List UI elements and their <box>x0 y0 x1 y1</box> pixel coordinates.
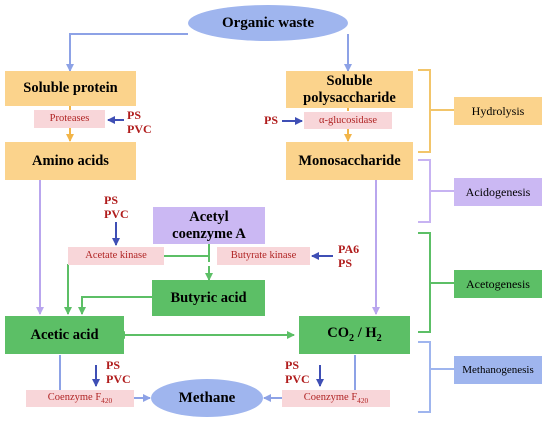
waste-to-protein-arrow <box>66 33 188 72</box>
methanogenesis-stage: Methanogenesis <box>454 356 542 384</box>
hydrolysis-stage: Hydrolysis <box>454 97 542 125</box>
co2-h2-box: CO2 / H2 <box>299 316 410 354</box>
co2-h2-label: CO2 / H2 <box>327 325 382 345</box>
acidogenesis-label: Acidogenesis <box>465 184 531 199</box>
proteases-box: Proteases <box>34 110 105 128</box>
methane-node: Methane <box>151 379 263 417</box>
soluble-polysaccharide-line1: Soluble <box>326 73 373 90</box>
methane-label: Methane <box>178 389 236 406</box>
soluble-polysaccharide-box: Soluble polysaccharide <box>286 71 413 108</box>
coenzyme-right-inhibitors: PS PVC <box>285 358 310 387</box>
acetate-kinase-inhibitors: PS PVC <box>104 193 129 222</box>
proteases-inhibitors: PS PVC <box>127 108 152 137</box>
amino-acids-label: Amino acids <box>32 152 109 169</box>
monosaccharide-box: Monosaccharide <box>286 142 413 180</box>
inhibitor-pa6: PA6 <box>338 242 360 256</box>
soluble-polysaccharide-line2: polysaccharide <box>303 89 396 106</box>
inhibitor-pvc: PVC <box>285 371 310 386</box>
amino-acids-box: Amino acids <box>5 142 136 180</box>
methanogenesis-bracket <box>418 341 431 413</box>
acidogenesis-bracket <box>418 159 431 223</box>
inhibitor-ps: PS <box>104 193 119 207</box>
coenzyme-f420-right-box: Coenzyme F420 <box>282 390 390 407</box>
acetate-kinase-box: Acetate kinase <box>68 247 164 265</box>
acetogenesis-label: Acetogenesis <box>466 276 530 291</box>
inhibitor-pvc: PVC <box>127 121 152 136</box>
acetyl-line2: coenzyme A <box>172 225 246 242</box>
acetate-kinase-label: Acetate kinase <box>85 250 147 262</box>
inhibitor-ps: PS <box>338 255 353 270</box>
butyric-acid-box: Butyric acid <box>152 280 265 316</box>
inhibitor-ps: PS <box>106 358 121 372</box>
alpha-glucosidase-label: α-glucosidase <box>319 114 377 126</box>
acetyl-coenzyme-a-box: Acetyl coenzyme A <box>153 207 265 244</box>
soluble-protein-label: Soluble protein <box>23 80 118 97</box>
inhibitor-ps: PS <box>127 108 142 122</box>
proteases-label: Proteases <box>49 113 90 125</box>
organic-waste-label: Organic waste <box>221 14 315 31</box>
coenzyme-left-inhibitors: PS PVC <box>106 358 131 387</box>
alpha-glucosidase-box: α-glucosidase <box>304 112 392 129</box>
inhibitor-ps: PS <box>285 358 300 372</box>
butyrate-kinase-box: Butyrate kinase <box>217 247 310 265</box>
glucosidase-inhibitors: PS <box>264 113 279 128</box>
inhibitor-ps: PS <box>264 113 279 127</box>
acetic-acid-box: Acetic acid <box>5 316 124 354</box>
acidogenesis-stage: Acidogenesis <box>454 178 542 206</box>
hydrolysis-label: Hydrolysis <box>471 103 525 118</box>
butyric-to-acetic-acid-arrow <box>78 296 152 315</box>
acetogenesis-bracket <box>418 232 431 333</box>
monosaccharide-label: Monosaccharide <box>298 152 401 169</box>
coenzyme-f420-right-label: Coenzyme F420 <box>303 391 369 405</box>
inhibitor-pvc: PVC <box>106 371 131 386</box>
butyric-acid-label: Butyric acid <box>170 289 247 306</box>
butyrate-kinase-label: Butyrate kinase <box>230 250 297 262</box>
soluble-protein-box: Soluble protein <box>5 71 136 106</box>
methanogenesis-label: Methanogenesis <box>462 364 534 376</box>
acetyl-line1: Acetyl <box>189 209 229 226</box>
acetic-acid-label: Acetic acid <box>30 326 99 343</box>
inhibitor-pvc: PVC <box>104 206 129 221</box>
butyrate-kinase-inhibitors: PA6 PS <box>338 242 360 271</box>
hydrolysis-bracket <box>418 69 431 153</box>
acetogenesis-stage: Acetogenesis <box>454 270 542 298</box>
coenzyme-f420-left-box: Coenzyme F420 <box>26 390 134 407</box>
organic-waste-node: Organic waste <box>188 5 348 41</box>
coenzyme-f420-left-label: Coenzyme F420 <box>47 391 113 405</box>
